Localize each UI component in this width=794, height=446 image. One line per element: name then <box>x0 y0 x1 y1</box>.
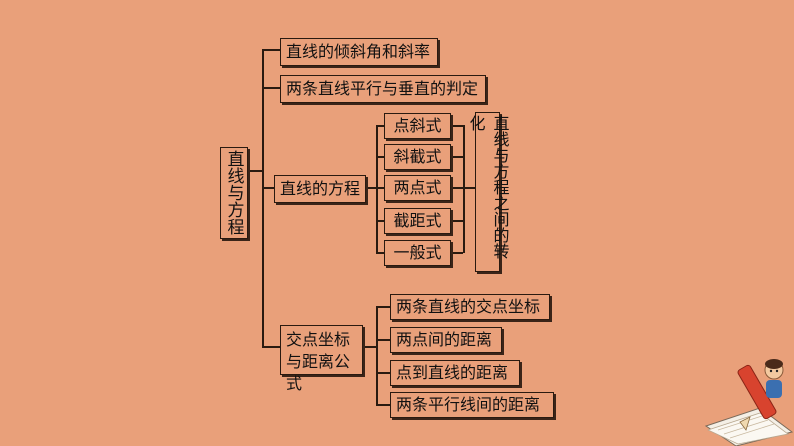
node-two-point-distance: 两点间的距离 <box>390 327 502 353</box>
connector <box>451 252 463 254</box>
connector <box>376 125 384 127</box>
connector <box>366 187 376 189</box>
pencil-notebook-icon <box>700 356 794 446</box>
node-intersection-distance: 交点坐标与距离公式 <box>280 325 363 375</box>
connector <box>376 187 384 189</box>
connector <box>376 252 384 254</box>
node-parallel-lines-distance: 两条平行线间的距离 <box>390 392 554 418</box>
node-general-form: 一般式 <box>384 240 451 266</box>
connector <box>451 156 463 158</box>
connector <box>262 49 280 51</box>
node-intercept: 截距式 <box>384 208 451 234</box>
connector <box>451 125 463 127</box>
connector <box>376 125 378 252</box>
connector <box>451 220 463 222</box>
node-point-slope: 点斜式 <box>384 113 451 139</box>
connector <box>376 220 384 222</box>
node-two-point: 两点式 <box>384 175 451 201</box>
connector <box>248 170 262 172</box>
node-intersection-coords: 两条直线的交点坐标 <box>390 294 550 320</box>
connector <box>376 372 390 374</box>
root-node: 直线与方程 <box>220 147 248 239</box>
node-inclination-slope: 直线的倾斜角和斜率 <box>280 38 438 66</box>
connector <box>451 187 463 189</box>
node-slope-intercept: 斜截式 <box>384 144 451 170</box>
node-point-line-distance: 点到直线的距离 <box>390 360 520 386</box>
node-parallel-perpendicular: 两条直线平行与垂直的判定 <box>280 75 486 103</box>
connector <box>376 339 390 341</box>
connector <box>262 346 280 348</box>
connector <box>262 187 274 189</box>
connector <box>376 306 378 405</box>
connector <box>262 87 280 89</box>
connector <box>262 49 264 347</box>
node-conversion: 直线与方程之间的转化 <box>475 112 500 272</box>
node-line-equation: 直线的方程 <box>274 175 366 203</box>
connector <box>376 156 384 158</box>
connector <box>376 404 390 406</box>
connector <box>376 306 390 308</box>
connector <box>363 346 376 348</box>
